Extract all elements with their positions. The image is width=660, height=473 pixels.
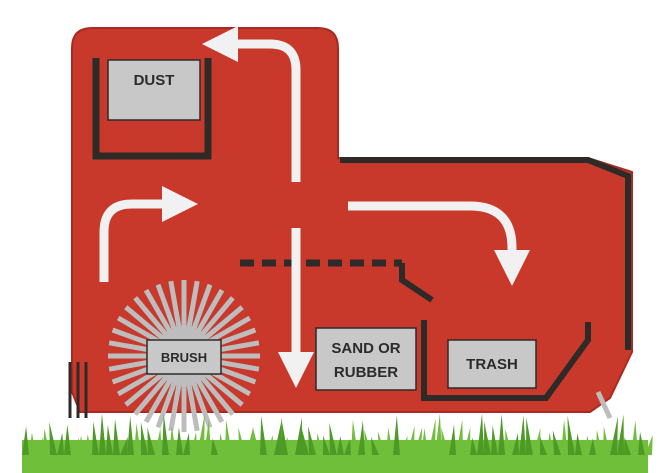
- brush-label: BRUSH: [161, 350, 207, 365]
- right-curved-arrow-icon: [348, 201, 530, 286]
- dust-bin-outline: [92, 58, 212, 160]
- sand-rubber-label-line2: RUBBER: [334, 364, 398, 381]
- sand-rubber-label-line1: SAND OR: [331, 340, 400, 357]
- grass-icon: [22, 413, 653, 473]
- left-grille: [68, 362, 88, 418]
- sand-rubber-box: [315, 327, 417, 391]
- machine-body: [71, 27, 633, 413]
- deflector: [399, 263, 434, 303]
- right-leg: [595, 390, 613, 420]
- roof-trim: [340, 157, 631, 350]
- curved-arrow-icon: [99, 186, 198, 282]
- dust-label: DUST: [134, 72, 175, 89]
- up-arrow-icon: [202, 26, 301, 182]
- trash-label: TRASH: [466, 356, 518, 373]
- trash-bin-outline: [421, 320, 591, 401]
- trash-box: [447, 339, 537, 389]
- brush-box: [146, 339, 222, 375]
- dust-box: [107, 59, 201, 121]
